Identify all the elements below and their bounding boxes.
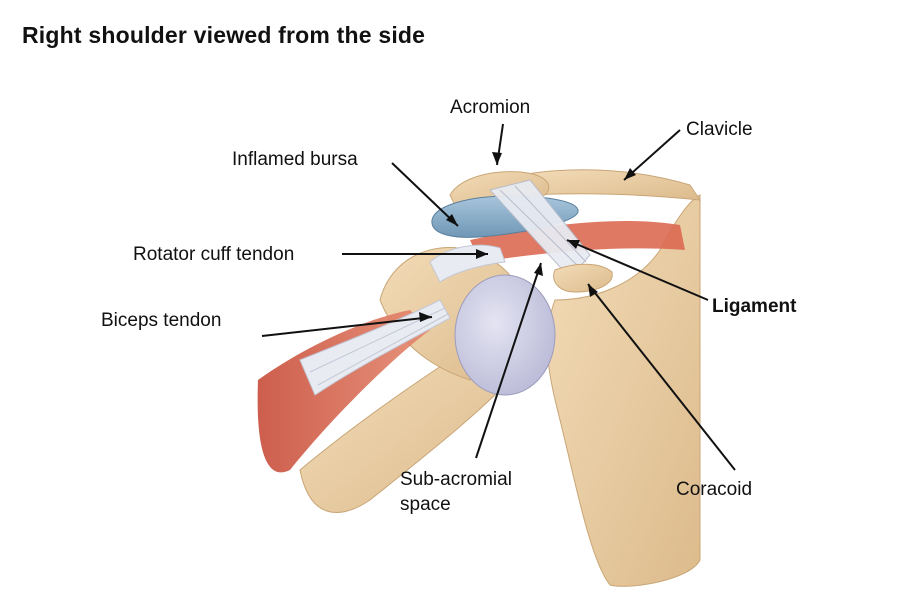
scapula xyxy=(546,194,701,587)
label-acromion: Acromion xyxy=(450,97,531,118)
coracoid xyxy=(553,263,613,293)
label-clavicle: Clavicle xyxy=(686,119,753,140)
label-coracoid: Coracoid xyxy=(676,479,753,500)
humeral-head xyxy=(454,274,556,396)
label-inflamed-bursa: Inflamed bursa xyxy=(232,149,358,170)
page-title: Right shoulder viewed from the side xyxy=(22,22,426,48)
label-sub-acromial: Sub-acromial xyxy=(400,469,512,490)
arrow-heads xyxy=(419,152,636,322)
label-biceps-tendon: Biceps tendon xyxy=(101,310,222,331)
label-sub-acromial-space: space xyxy=(400,494,451,515)
label-rotator-cuff-tendon: Rotator cuff tendon xyxy=(133,244,295,265)
clavicle xyxy=(519,169,702,201)
humerus xyxy=(299,359,501,513)
leader-lines xyxy=(261,123,736,471)
label-ligament: Ligament xyxy=(712,296,797,317)
